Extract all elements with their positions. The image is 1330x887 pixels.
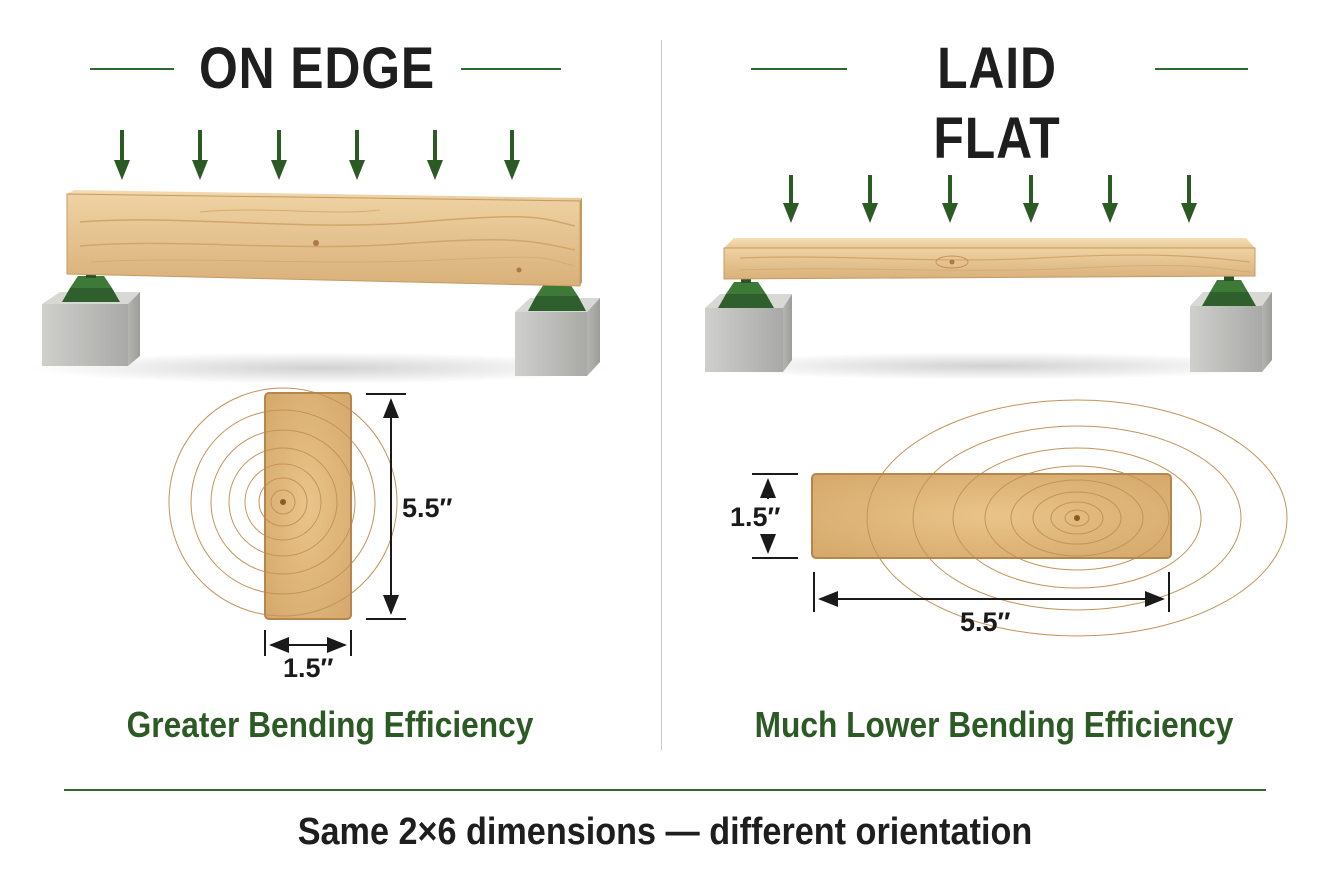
dimension-label-width-on-edge: 1.5″	[283, 653, 334, 683]
beam-laid-flat	[723, 238, 1256, 280]
concrete-support-right-b	[1190, 292, 1272, 372]
load-arrows-right	[783, 175, 1197, 223]
title-rule-right-a	[751, 68, 847, 70]
beam-shadow-left	[30, 352, 610, 384]
load-arrow	[1023, 175, 1039, 223]
load-arrow	[114, 130, 130, 180]
beam-shadow-right	[700, 352, 1280, 380]
panel-divider	[661, 40, 662, 750]
load-arrow	[427, 130, 443, 180]
efficiency-label-on-edge: Greater Bending Efficiency	[126, 704, 534, 745]
load-arrow	[504, 130, 520, 180]
load-arrow	[349, 130, 365, 180]
bottom-rule	[64, 789, 1266, 791]
title-rule-left-b	[461, 68, 561, 70]
post-base-bracket-right-b	[1202, 274, 1256, 306]
post-base-bracket-right-a	[718, 276, 774, 308]
dimension-label-height-on-edge: 5.5″	[402, 493, 453, 523]
caption: Same 2×6 dimensions — different orientat…	[297, 811, 1033, 853]
load-arrow	[862, 175, 878, 223]
load-arrows-left	[114, 130, 520, 180]
title-rule-left-a	[90, 68, 174, 70]
load-arrow	[942, 175, 958, 223]
title-laid-flat: LAID FLAT	[933, 36, 1061, 171]
dimension-label-width-laid-flat: 5.5″	[960, 607, 1011, 637]
concrete-support-left-a	[42, 292, 140, 366]
dimension-label-height-laid-flat: 1.5″	[730, 502, 781, 532]
efficiency-label-laid-flat: Much Lower Bending Efficiency	[754, 704, 1234, 745]
cross-section-laid-flat	[811, 399, 1288, 637]
dimension-lines-right	[752, 473, 1170, 612]
cross-section-on-edge	[168, 387, 398, 620]
beam-on-edge	[66, 190, 582, 287]
load-arrow	[1102, 175, 1118, 223]
dimension-lines-left	[264, 393, 406, 656]
load-arrow	[192, 130, 208, 180]
title-on-edge: ON EDGE	[198, 36, 436, 101]
load-arrow	[1181, 175, 1197, 223]
title-rule-right-b	[1155, 68, 1248, 70]
load-arrow	[271, 130, 287, 180]
load-arrow	[783, 175, 799, 223]
